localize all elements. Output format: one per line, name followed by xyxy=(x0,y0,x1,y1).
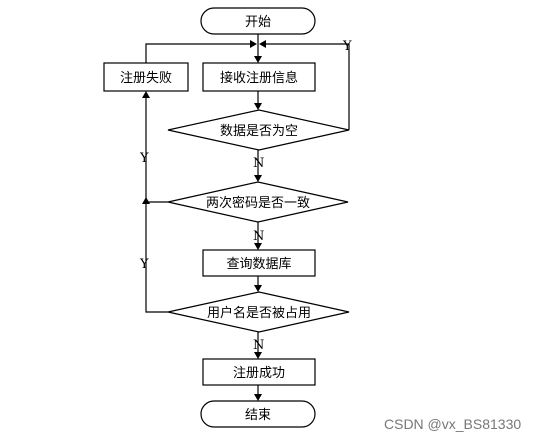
arrow-into-success xyxy=(254,352,262,359)
edge-label-empty-yes: Y xyxy=(342,39,352,54)
data-empty-label: 数据是否为空 xyxy=(220,124,298,139)
username-taken-label: 用户名是否被占用 xyxy=(207,305,311,321)
username-taken-decision xyxy=(167,291,350,333)
register-success-label: 注册成功 xyxy=(233,366,285,381)
end-label: 结束 xyxy=(245,408,271,423)
edge-label-taken-no: N xyxy=(253,338,264,353)
watermark-text: CSDN @vx_BS81330 xyxy=(384,416,521,432)
query-db-box xyxy=(202,249,316,277)
register-success-box xyxy=(202,358,316,386)
arrow-fail-to-top xyxy=(250,40,257,48)
start-label: 开始 xyxy=(245,15,271,30)
register-fail-box xyxy=(103,62,189,92)
password-match-label: 两次密码是否一致 xyxy=(206,195,310,211)
receive-info-label: 接收注册信息 xyxy=(220,70,298,86)
arrow-join-left xyxy=(142,197,150,204)
arrow-into-fail xyxy=(142,91,150,98)
password-match-decision xyxy=(167,181,349,223)
edge-label-match-no: N xyxy=(253,229,264,244)
arrow-empty-yes-loop xyxy=(259,40,266,48)
arrow-into-taken xyxy=(254,285,262,292)
edge-match-yes-loop xyxy=(145,96,168,203)
receive-info-box xyxy=(202,62,316,92)
arrow-into-empty xyxy=(254,103,262,110)
edge-taken-yes-loop xyxy=(145,202,168,313)
arrow-into-query xyxy=(254,243,262,250)
edge-label-empty-no: N xyxy=(253,156,264,171)
query-db-label: 查询数据库 xyxy=(226,256,291,272)
edge-label-match-yes: Y xyxy=(139,151,149,166)
edge-empty-yes-loop xyxy=(265,43,350,130)
edge-fail-to-top xyxy=(145,43,251,63)
arrow-into-end xyxy=(254,394,262,401)
register-fail-label: 注册失败 xyxy=(120,71,172,86)
edge-label-taken-yes: Y xyxy=(139,257,149,272)
arrow-into-receive xyxy=(254,56,262,63)
arrow-into-match xyxy=(254,175,262,182)
